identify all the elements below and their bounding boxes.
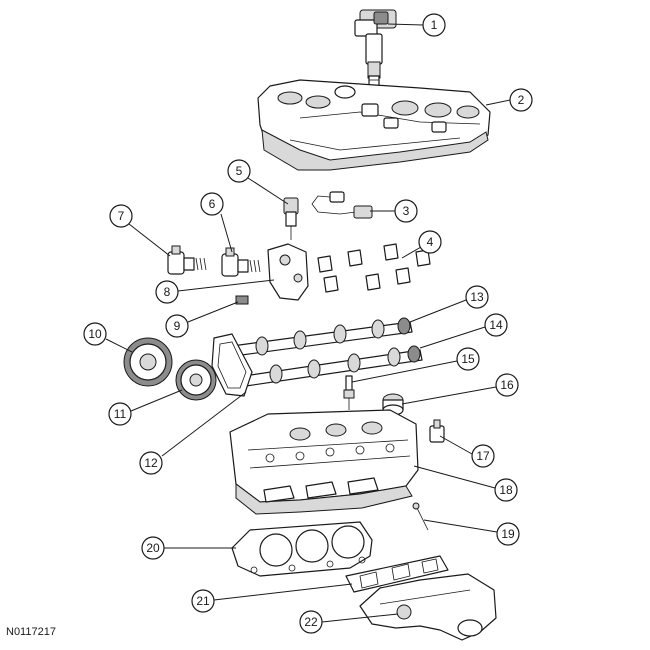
callout-label: 1: [431, 18, 438, 32]
spark-plug: [343, 375, 355, 410]
callout-label: 20: [146, 541, 160, 555]
oil-control-solenoid-right: [221, 247, 261, 277]
callout-19: 19: [496, 522, 520, 546]
callout-label: 12: [144, 456, 158, 470]
callout-label: 16: [500, 378, 514, 392]
callout-11: 11: [108, 402, 132, 426]
callout-label: 19: [501, 527, 515, 541]
ignition-coil: [354, 9, 397, 87]
callout-label: 9: [174, 319, 181, 333]
camshaft-sensor: [283, 197, 299, 240]
coolant-fitting: [429, 419, 445, 443]
oil-control-solenoid-left: [167, 245, 207, 275]
callout-6: 6: [200, 192, 224, 216]
callout-label: 2: [518, 93, 525, 107]
callout-15: 15: [456, 347, 480, 371]
callout-label: 18: [499, 483, 513, 497]
callout-label: 8: [164, 285, 171, 299]
leader-lines: [105, 23, 511, 623]
callout-7: 7: [109, 204, 133, 228]
callout-label: 14: [489, 318, 503, 332]
head-bolt: [412, 502, 429, 531]
callout-1: 1: [422, 13, 446, 37]
exhaust-manifold: [359, 573, 497, 641]
cylinder-head: [229, 409, 419, 515]
callout-20: 20: [141, 536, 165, 560]
callout-label: 11: [114, 407, 127, 421]
vct-unit-intake: [123, 337, 173, 387]
callout-label: 5: [236, 164, 243, 178]
vct-unit-exhaust: [175, 359, 217, 401]
callout-label: 13: [470, 290, 484, 304]
callout-label: 6: [209, 197, 216, 211]
front-bearing-cap: [267, 243, 309, 301]
callout-label: 15: [461, 352, 475, 366]
callout-label: 3: [403, 204, 410, 218]
callout-label: 10: [88, 327, 102, 341]
callout-label: 17: [476, 449, 490, 463]
camshaft-bearing-caps: [317, 243, 431, 293]
callout-9: 9: [165, 314, 189, 338]
callout-18: 18: [494, 478, 518, 502]
exhaust-manifold-gasket: [345, 555, 449, 593]
callout-3: 3: [394, 199, 418, 223]
callout-4: 4: [418, 230, 442, 254]
callout-label: 21: [196, 594, 210, 608]
callout-21: 21: [191, 589, 215, 613]
cylinder-head-plug: [382, 393, 404, 416]
front-cover-seal: [211, 333, 253, 397]
callout-label: 22: [304, 615, 318, 629]
sensor-harness: [311, 191, 373, 219]
callout-label: 7: [118, 209, 125, 223]
camshafts: [231, 317, 423, 387]
callout-5: 5: [227, 159, 251, 183]
callout-10: 10: [83, 322, 107, 346]
callout-17: 17: [471, 444, 495, 468]
retainer-clip: [235, 295, 249, 305]
cylinder-head-gasket: [231, 521, 373, 577]
callout-13: 13: [465, 285, 489, 309]
valve-cover: [257, 79, 491, 171]
callout-label: 4: [427, 235, 434, 249]
callout-12: 12: [139, 451, 163, 475]
callout-22: 22: [299, 610, 323, 634]
callout-14: 14: [484, 313, 508, 337]
callout-2: 2: [509, 88, 533, 112]
callout-16: 16: [495, 373, 519, 397]
callout-8: 8: [155, 280, 179, 304]
figure-id: N0117217: [6, 626, 56, 638]
